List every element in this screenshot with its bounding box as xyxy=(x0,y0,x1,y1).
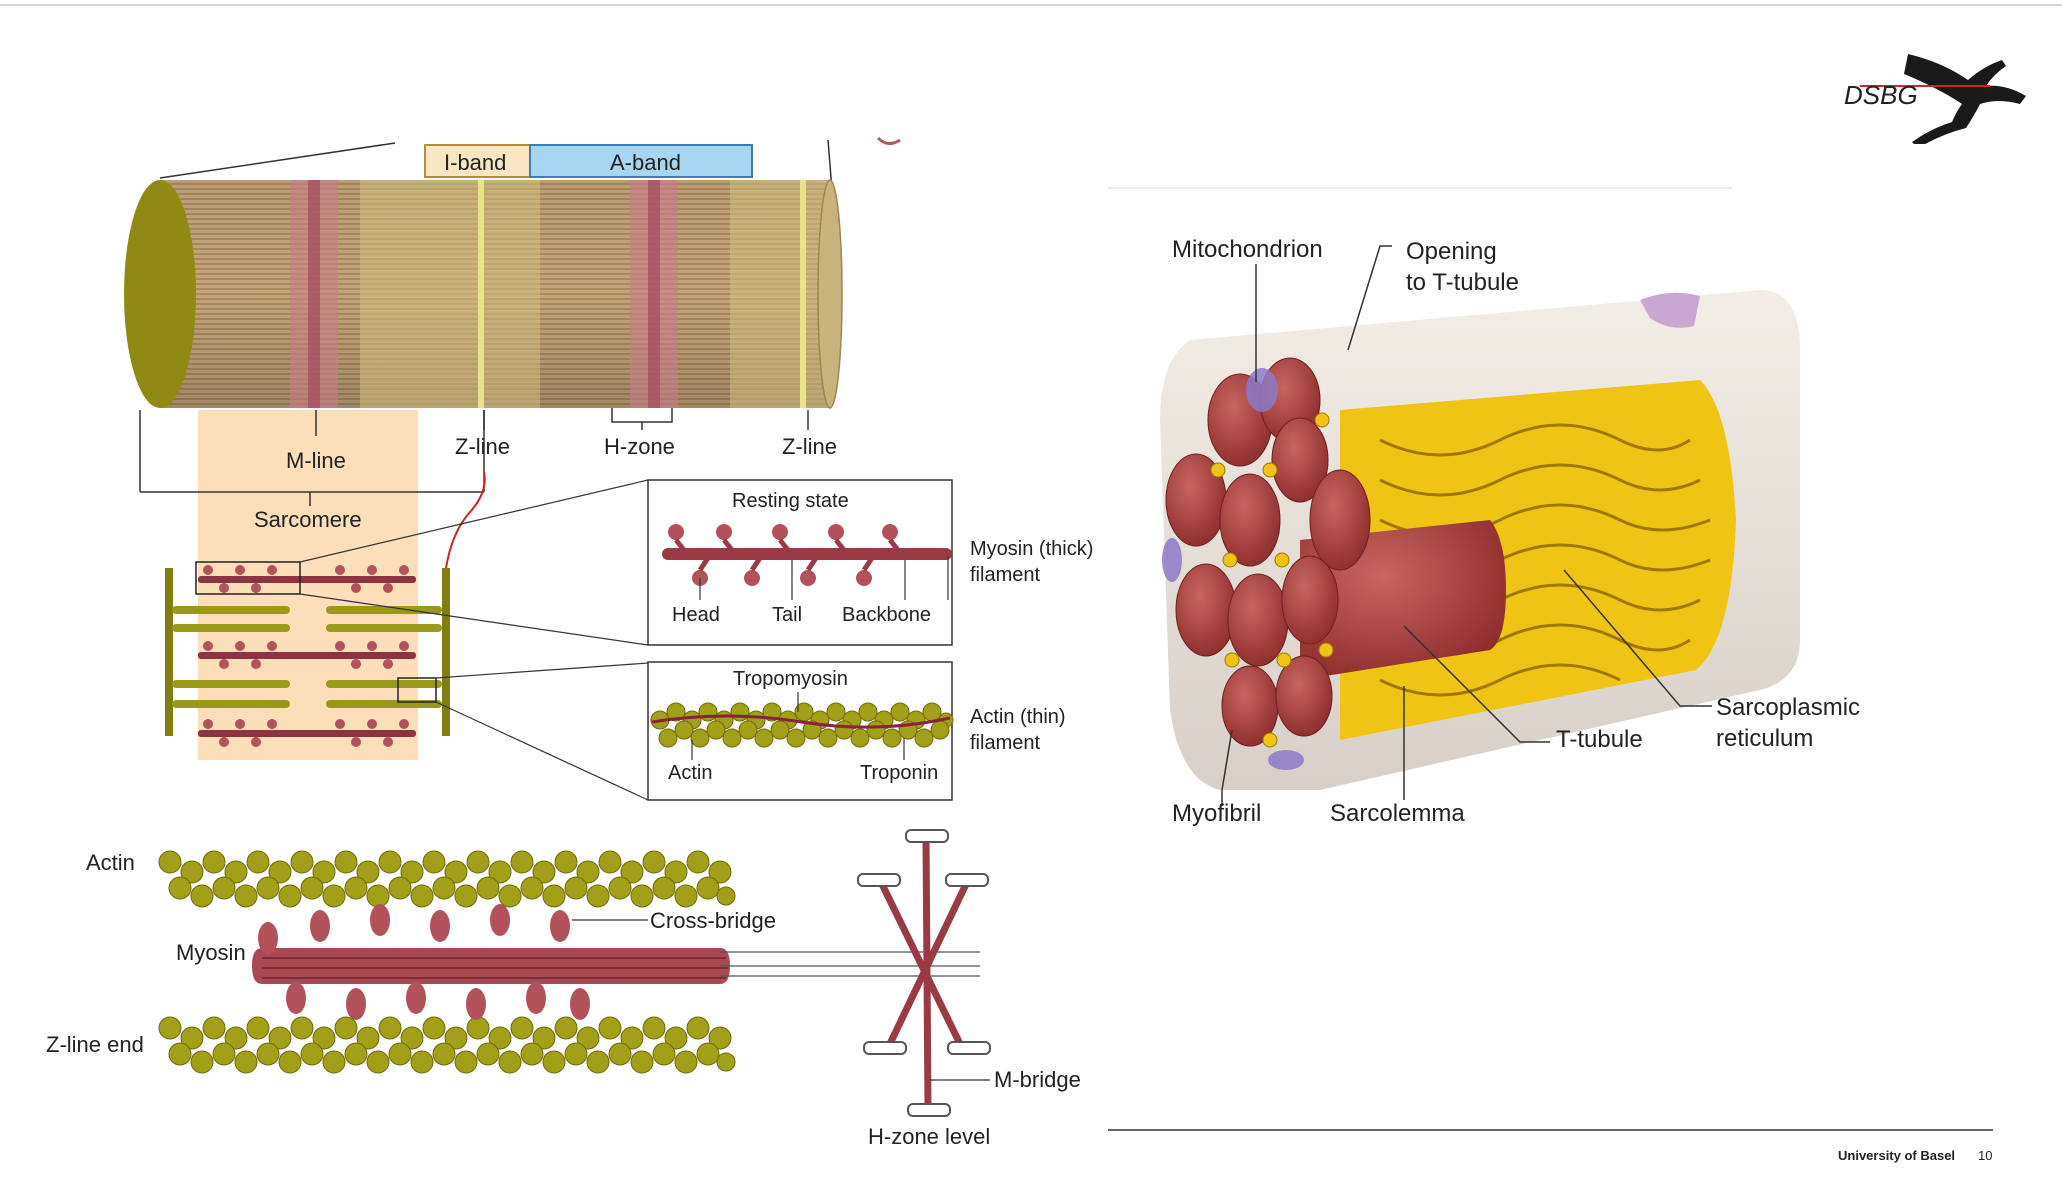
footer-institution: University of Basel xyxy=(1838,1148,1956,1163)
label-cb-actin: Actin xyxy=(86,850,135,875)
crossbridge-myosin xyxy=(252,904,730,1020)
label-tropomyosin: Tropomyosin xyxy=(733,668,848,690)
crossbridge-actin-top xyxy=(158,850,736,908)
label-mitochondrion: Mitochondrion xyxy=(1172,236,1323,263)
label-actin-filament: Actin (thin) filament xyxy=(970,706,1066,754)
label-troponin: Troponin xyxy=(860,762,939,784)
label-opening-t-tubule: Opening to T-tubule xyxy=(1406,238,1519,296)
logo-text: DSBG xyxy=(1844,80,1918,110)
label-h-zone: H-zone xyxy=(604,434,675,459)
runner-logo-icon xyxy=(1860,54,2026,144)
label-head: Head xyxy=(672,604,720,626)
a-band-box xyxy=(529,144,753,178)
label-sarcolemma: Sarcolemma xyxy=(1330,800,1465,827)
label-sarcomere: Sarcomere xyxy=(254,507,362,532)
myofibril-cylinder xyxy=(124,179,843,409)
label-myofibril: Myofibril xyxy=(1172,800,1262,827)
top-rule xyxy=(0,4,2062,6)
label-m-bridge: M-bridge xyxy=(994,1067,1081,1092)
label-sarcoplasmic-reticulum: Sarcoplasmic reticulum xyxy=(1716,694,1861,752)
label-i-band: I-band xyxy=(444,150,507,175)
label-h-zone-level: H-zone level xyxy=(868,1124,991,1149)
label-z-line-end: Z-line end xyxy=(46,1032,144,1057)
label-backbone: Backbone xyxy=(842,604,931,626)
i-band-box xyxy=(424,144,531,178)
m-bridge-lattice xyxy=(857,829,991,1117)
label-cross-bridge: Cross-bridge xyxy=(650,908,776,933)
label-m-line: M-line xyxy=(286,448,346,473)
myosin-filament xyxy=(662,524,952,586)
label-t-tubule: T-tubule xyxy=(1556,726,1643,753)
label-a-band: A-band xyxy=(610,150,681,175)
label-z-line-right: Z-line xyxy=(782,434,838,459)
label-tail: Tail xyxy=(772,604,803,626)
sarcomere-detail xyxy=(165,561,450,747)
footer-page-number: 10 xyxy=(1978,1148,1993,1163)
sarcomere-diagram xyxy=(124,136,991,1117)
dsbg-logo: DSBG xyxy=(1840,44,2050,144)
myosin-inset xyxy=(647,479,953,646)
label-actin-inset: Actin xyxy=(668,762,713,784)
label-z-line-left: Z-line xyxy=(455,434,511,459)
label-myosin-filament: Myosin (thick) filament xyxy=(970,538,1094,586)
label-cb-myosin: Myosin xyxy=(176,940,246,965)
crossbridge-actin-bottom xyxy=(158,1016,736,1074)
label-resting-state: Resting state xyxy=(732,490,849,512)
